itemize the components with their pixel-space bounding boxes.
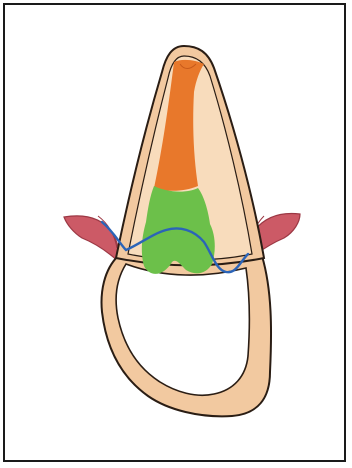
left-gingiva <box>64 216 119 262</box>
green-region <box>142 186 215 274</box>
